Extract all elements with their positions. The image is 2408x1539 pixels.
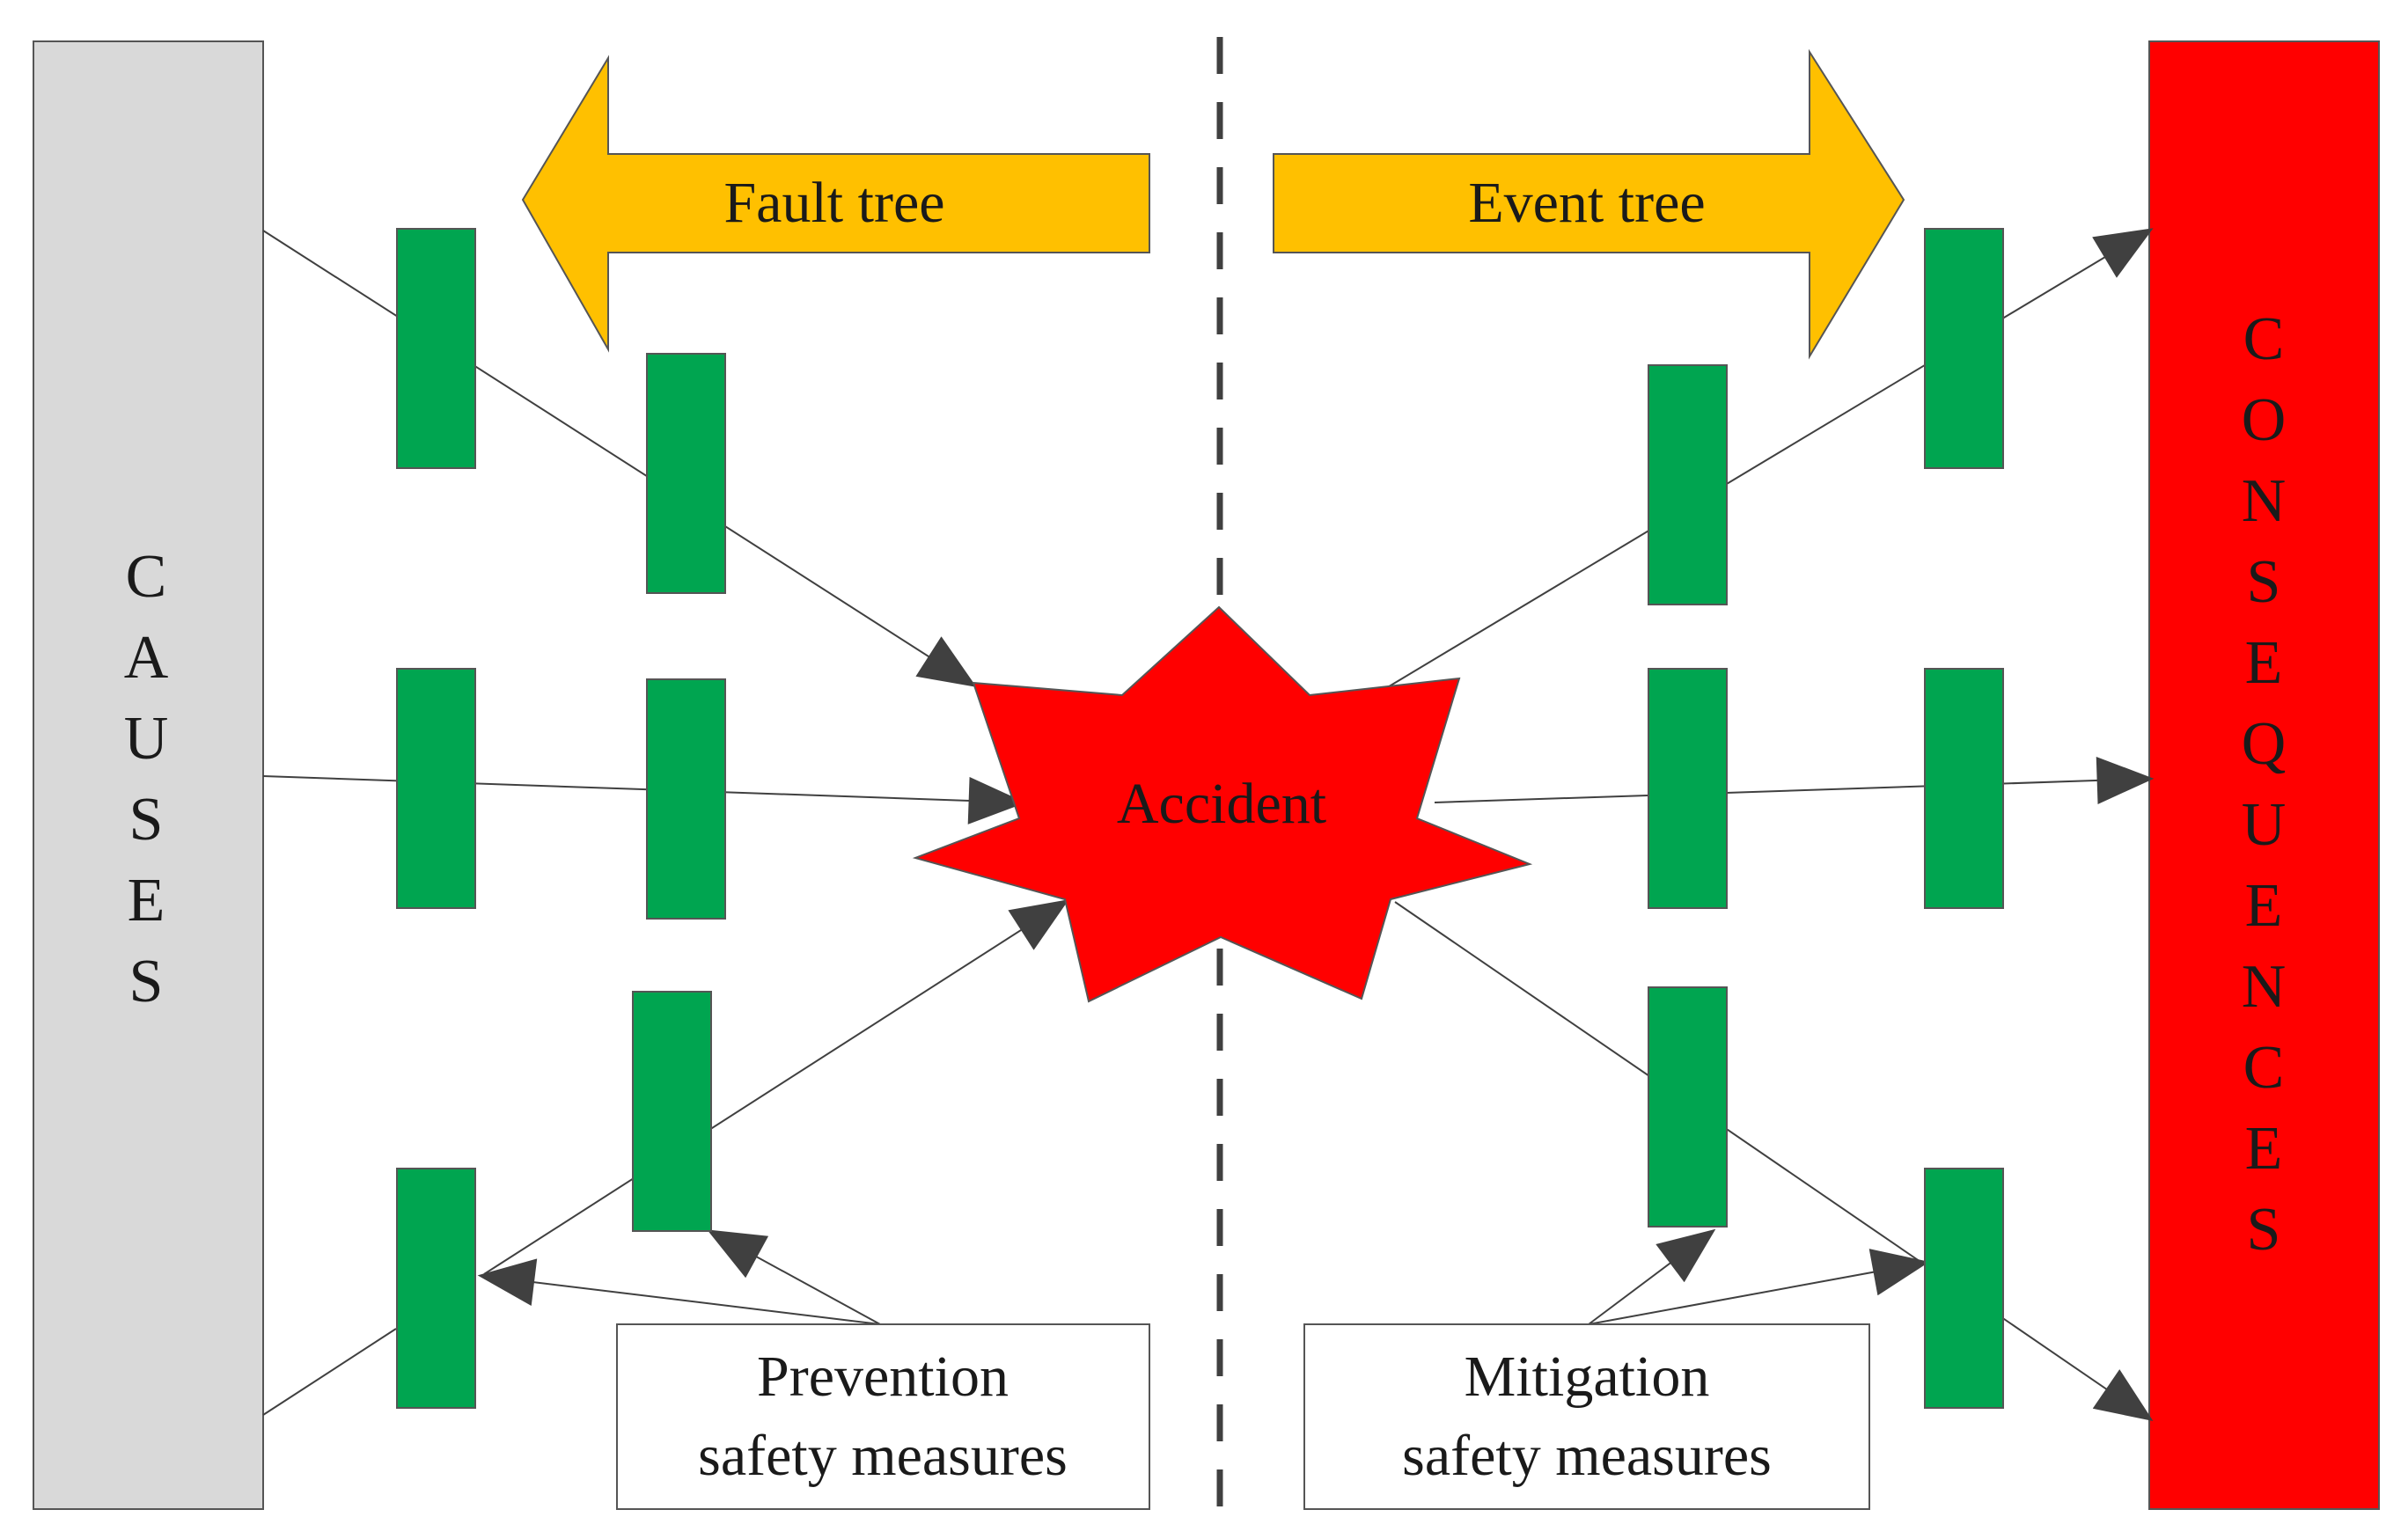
letter: E [128, 867, 165, 934]
barrier-left-3 [396, 668, 476, 909]
barrier-left-6 [396, 1168, 476, 1409]
event-tree-arrow [1273, 48, 1905, 360]
causes-bar [33, 40, 264, 1510]
barrier-left-1 [396, 228, 476, 469]
letter: A [124, 624, 169, 692]
letter: E [2245, 1115, 2283, 1183]
consequences-bar [2148, 40, 2380, 1510]
letter: C [2243, 1034, 2285, 1102]
letter: E [2245, 629, 2283, 697]
letter: Q [2242, 710, 2287, 778]
barrier-left-5 [632, 991, 712, 1232]
letter: S [2247, 548, 2281, 616]
barrier-left-2 [646, 353, 726, 594]
mitigation-label-line-1: Mitigation [1465, 1345, 1710, 1409]
connectors [262, 228, 2155, 1422]
letter: S [129, 786, 164, 854]
barrier-right-2 [1648, 364, 1728, 605]
prevention-label-line-1: Prevention [757, 1345, 1009, 1409]
barrier-right-3 [1648, 668, 1728, 909]
barrier-right-6 [1924, 1168, 2004, 1409]
barrier-right-1 [1924, 228, 2004, 469]
event-tree-label: Event tree [1468, 171, 1705, 235]
prevention-box [616, 1323, 1150, 1510]
letter: C [126, 543, 167, 611]
letter: N [2242, 467, 2287, 535]
letter: S [129, 948, 164, 1015]
mitigation-label-line-2: safety measures [1402, 1424, 1772, 1488]
fault-tree-arrow [521, 55, 1150, 353]
letter: S [2247, 1196, 2281, 1264]
letter: O [2242, 386, 2287, 454]
barrier-right-5 [1648, 986, 1728, 1228]
letter: E [2245, 872, 2283, 940]
letter: N [2242, 953, 2287, 1021]
mitigation-box [1303, 1323, 1870, 1510]
letter: U [124, 705, 169, 773]
accident-label: Accident [1117, 772, 1326, 836]
letter: U [2242, 791, 2287, 859]
barriers [396, 228, 2004, 1409]
fault-tree-label: Fault tree [723, 171, 944, 235]
barrier-right-4 [1924, 668, 2004, 909]
prevention-label-line-2: safety measures [698, 1424, 1068, 1488]
letter: C [2243, 305, 2285, 373]
barrier-left-4 [646, 678, 726, 920]
accident-star [912, 605, 1533, 1003]
